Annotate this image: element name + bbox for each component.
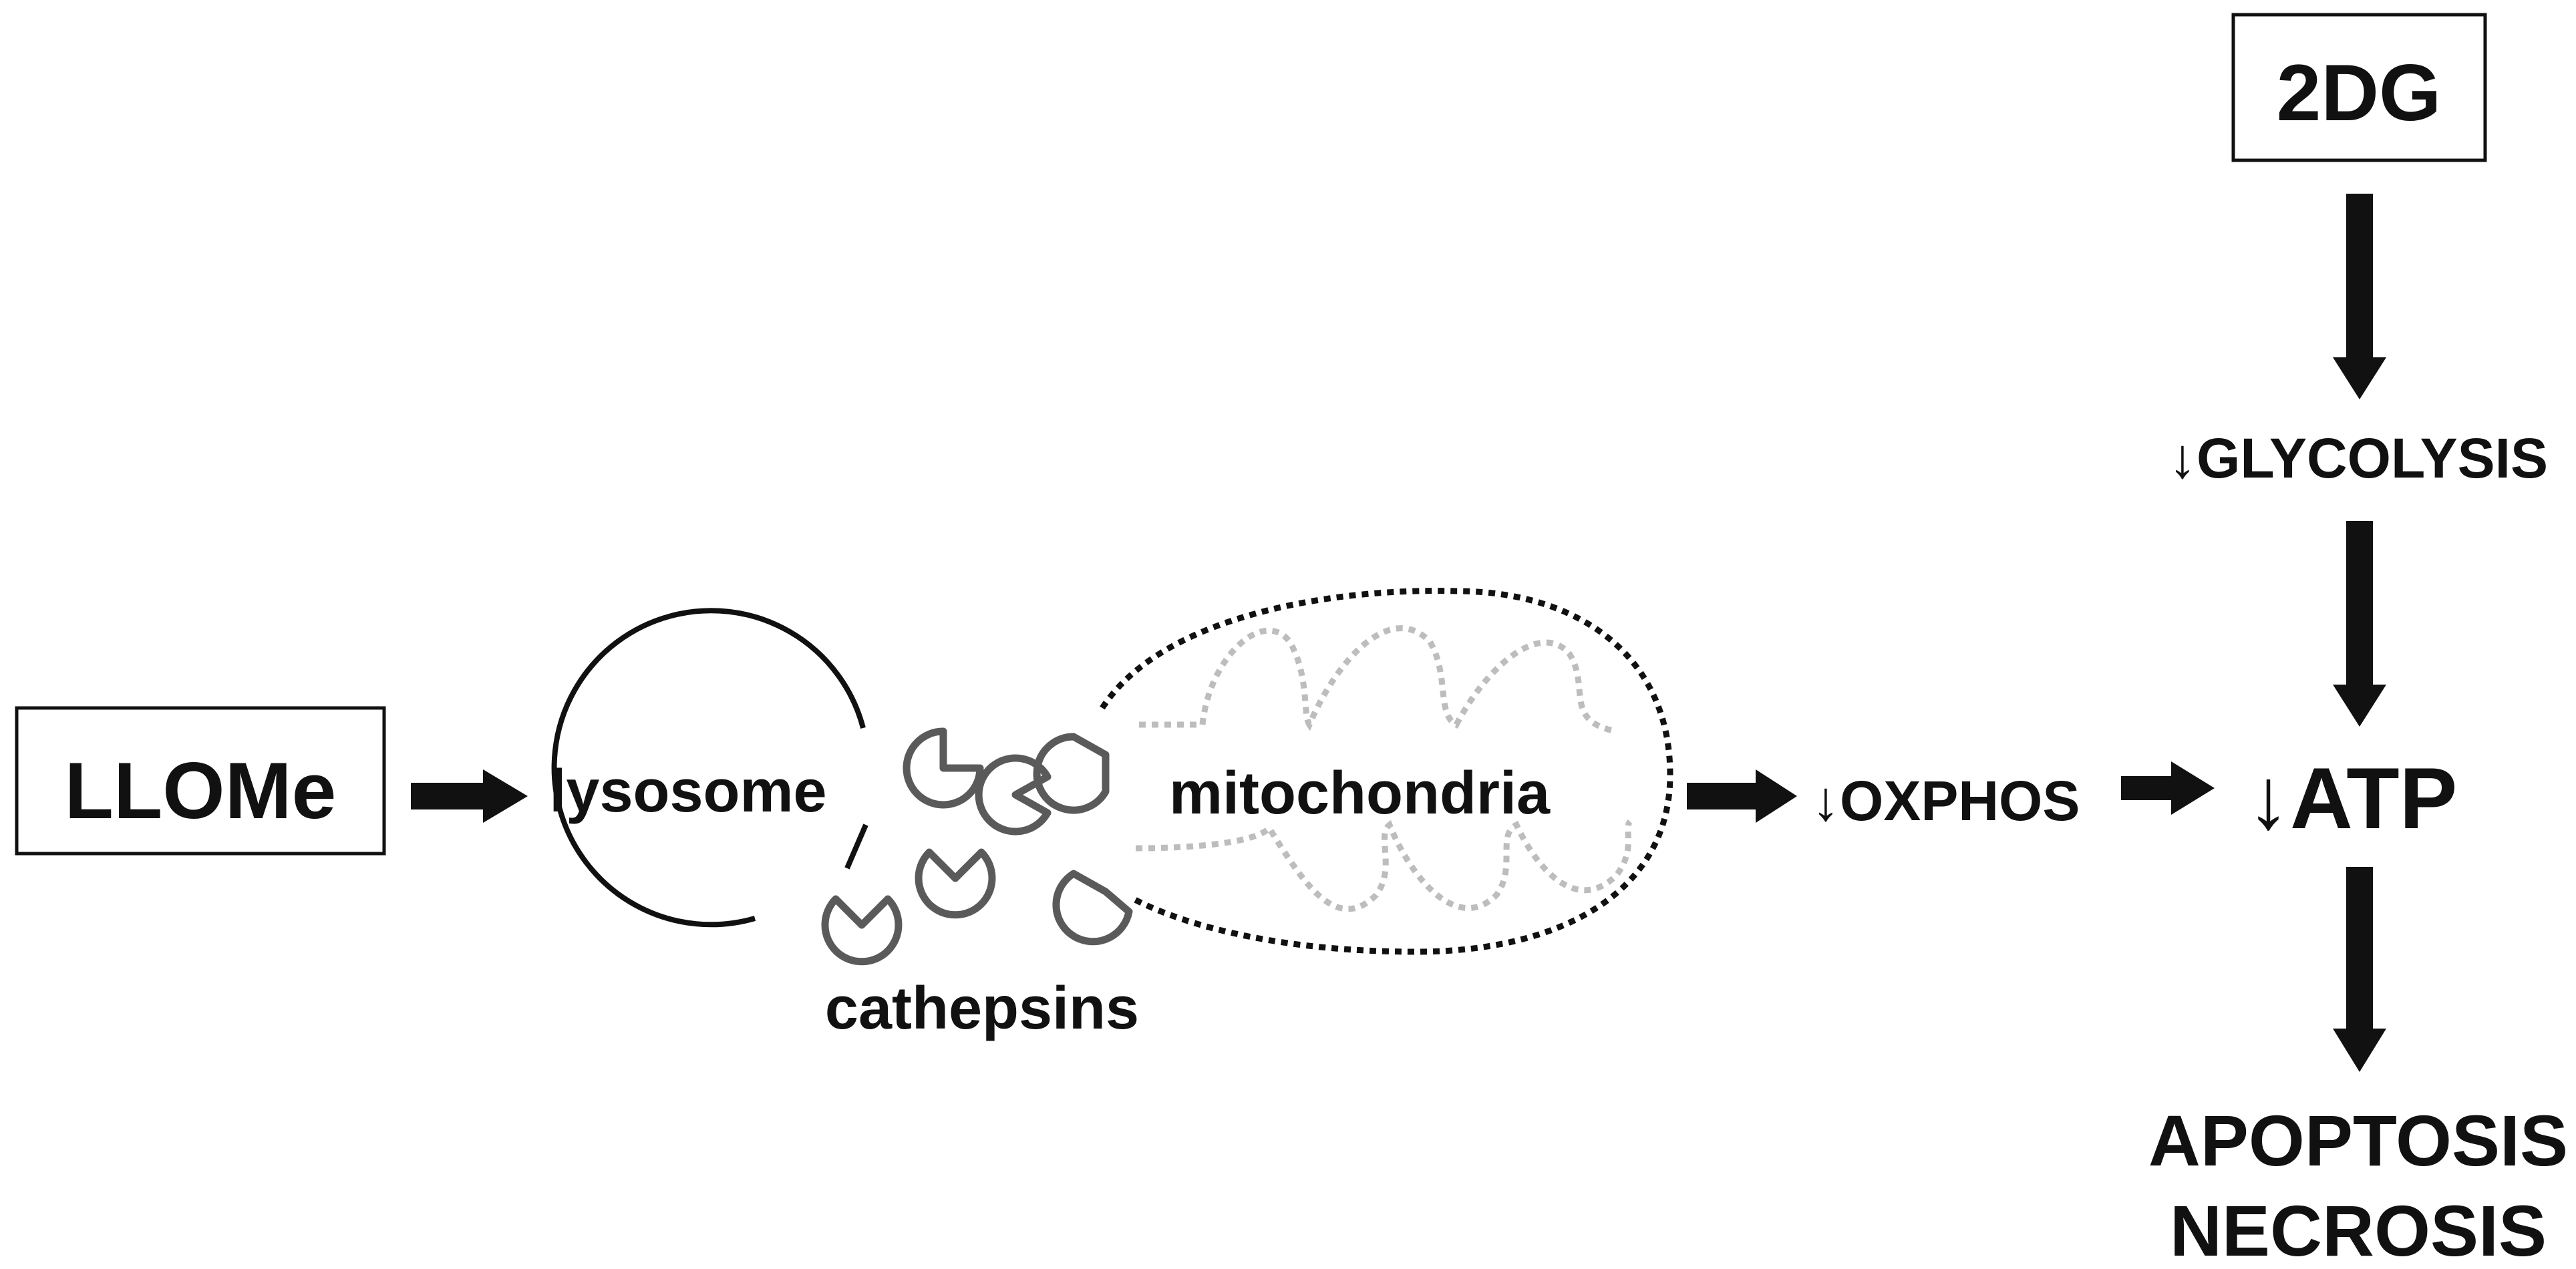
mitochondria-cristae [1139, 625, 1617, 735]
cathepsins-label: cathepsins [825, 975, 1139, 1042]
arrow-2dg-to-glycolysis [2333, 194, 2386, 399]
cathepsin [915, 848, 996, 919]
oxphos-label: ↓OXPHOS [1812, 769, 2080, 832]
lysosome-membrane-fragment [844, 824, 868, 870]
lysosome-membrane [551, 608, 866, 928]
llome-label: LLOMe [65, 746, 337, 836]
lysosome-label: lysosome [549, 758, 826, 825]
cathepsins-group [821, 727, 1133, 966]
llome-box [15, 706, 386, 856]
two-dg-node: 2DG [2231, 13, 2487, 162]
mitochondria-membrane [1100, 588, 1673, 955]
cathepsin [975, 754, 1052, 836]
arrow-mitochondria-to-oxphos [1687, 769, 1797, 823]
lysosome-node: lysosome [549, 608, 868, 928]
cathepsin [821, 895, 903, 966]
necrosis-label: NECROSIS [2170, 1190, 2547, 1269]
mitochondria-label: mitochondria [1169, 760, 1551, 827]
cathepsin [903, 727, 984, 809]
arrow-glycolysis-to-atp [2333, 521, 2386, 727]
arrow-llome-to-lysosome [411, 769, 528, 823]
glycolysis-label: ↓GLYCOLYSIS [2168, 427, 2548, 490]
two-dg-label: 2DG [2277, 48, 2442, 138]
atp-label: ↓ATP [2247, 749, 2457, 847]
arrow-oxphos-to-atp [2121, 761, 2215, 815]
arrow-atp-to-apoptosis [2333, 867, 2386, 1072]
two-dg-box [2231, 13, 2487, 162]
llome-node: LLOMe [15, 706, 386, 856]
apoptosis-label: APOPTOSIS [2148, 1100, 2568, 1181]
cathepsin [1033, 733, 1110, 814]
mitochondria-node: mitochondria [1100, 588, 1673, 955]
cathepsin [1052, 870, 1133, 946]
mitochondria-cristae-lower [1135, 819, 1633, 912]
